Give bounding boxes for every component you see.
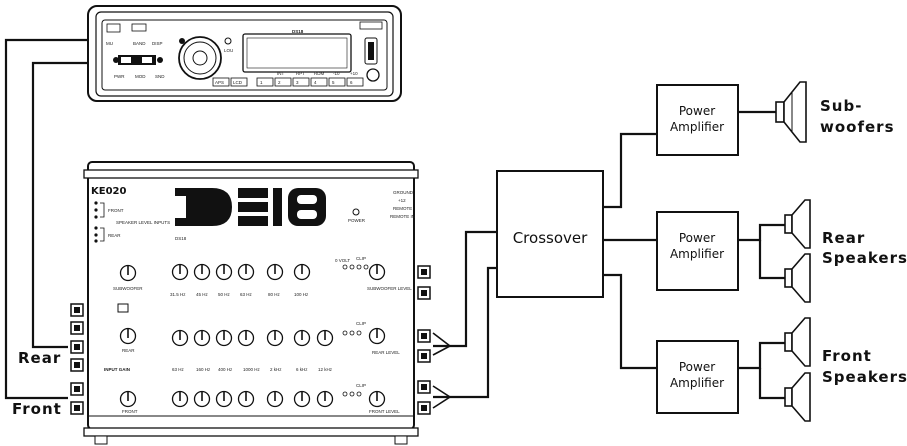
rear-speakers-label-line2: Speakers — [822, 249, 907, 267]
hu-btn-mod: MOD — [135, 74, 146, 79]
ds18-logo: DS18 — [175, 188, 326, 241]
front-amplifier: Power Amplifier — [656, 340, 739, 414]
freq-sub-5: 100 Hz — [294, 292, 309, 297]
hu-preset-rpt: RPT — [296, 71, 305, 76]
freq-sub-2: 50 Hz — [218, 292, 231, 297]
front-wire — [4, 38, 98, 400]
subwoofers-label-line1: Sub- — [820, 97, 862, 115]
hu-btn-aps: APS — [215, 80, 224, 85]
processor-unit: KE020 DS18 POWER GROUND +12 REMOTE REMOT… — [70, 161, 431, 445]
rear-speakers-label-line1: Rear — [822, 229, 865, 247]
remote-in-label: REMOTE IN — [390, 214, 415, 219]
sub-amplifier: Power Amplifier — [656, 84, 739, 156]
rear-amp-line2: Amplifier — [670, 247, 724, 261]
rear-speaker-1-icon — [784, 199, 811, 249]
hu-num-5: 5 — [332, 80, 335, 85]
ground-label: GROUND — [393, 190, 414, 195]
front-amp-wire — [603, 273, 657, 370]
subwoofer-level-label: SUBWOOFER LEVEL — [367, 286, 412, 291]
rear-speaker-wire-1 — [738, 223, 785, 242]
freq-sub-1: 45 Hz — [196, 292, 209, 297]
freq-rear-6: 12 kHz — [318, 367, 333, 372]
head-unit: MU BAND DISP PWR MOD SND LOU DS18 INT RP… — [87, 5, 402, 102]
rear-speaker-2-icon — [784, 253, 811, 303]
hu-num-3: 3 — [296, 80, 299, 85]
input-front-label: FRONT — [108, 208, 124, 213]
sub-amp-line2: Amplifier — [670, 120, 724, 134]
hu-num-2: 2 — [278, 80, 281, 85]
ds18-logo-text: DS18 — [175, 236, 187, 241]
freq-rear-1: 160 Hz — [196, 367, 211, 372]
crossover-box: Crossover — [496, 170, 604, 298]
led-clip-1: CLIP — [356, 256, 366, 261]
freq-sub-4: 80 Hz — [268, 292, 281, 297]
front-speakers-label-line2: Speakers — [822, 368, 907, 386]
front-input-label: Front — [12, 400, 62, 418]
row-front-label: FRONT — [122, 409, 138, 414]
freq-rear-0: 63 Hz — [172, 367, 185, 372]
led-0v-1: 0 VOLT — [335, 258, 350, 263]
freq-sub-3: 63 Hz — [240, 292, 253, 297]
hu-brand: DS18 — [292, 29, 304, 34]
rear-amp-line1: Power — [679, 231, 715, 245]
rear-amplifier: Power Amplifier — [656, 211, 739, 291]
freq-sub-0: 31.5 Hz — [170, 292, 186, 297]
hu-btn-lcd: LCD — [233, 80, 243, 85]
hu-num-1: 1 — [260, 80, 263, 85]
speakers — [775, 81, 811, 422]
led-clip-3: CLIP — [356, 383, 366, 388]
front-speaker-2-icon — [784, 372, 811, 422]
processor-model: KE020 — [91, 186, 126, 197]
crossover-label: Crossover — [513, 229, 588, 247]
plus12-label: +12 — [398, 198, 406, 203]
hu-num-6: 6 — [350, 80, 353, 85]
row-subwoofer-label: SUBWOOFER — [113, 286, 143, 291]
row-rear-label: REAR — [122, 348, 135, 353]
front-amp-line1: Power — [679, 360, 715, 374]
hu-btn-band: BAND — [133, 41, 146, 46]
hu-preset-m10: -10 — [333, 71, 340, 76]
hu-btn-disp: DISP — [152, 41, 163, 46]
rear-wire — [31, 61, 98, 349]
hu-btn-snd: SND — [155, 74, 165, 79]
front-output-wire — [433, 266, 497, 399]
input-gain-label: INPUT GAIN — [104, 367, 130, 372]
hu-num-4: 4 — [314, 80, 317, 85]
hu-btn-mu: MU — [106, 41, 113, 46]
input-rear-label: REAR — [108, 233, 121, 238]
freq-rear-2: 400 Hz — [218, 367, 233, 372]
led-clip-2: CLIP — [356, 321, 366, 326]
sub-amp-line1: Power — [679, 104, 715, 118]
rear-level-label: REAR LEVEL — [372, 350, 400, 355]
freq-rear-4: 2 kHz — [270, 367, 282, 372]
hu-preset-rdm: RDM — [314, 71, 324, 76]
hu-preset-int: INT — [277, 71, 285, 76]
subwoofer-speaker-icon — [775, 81, 807, 143]
remote-label: REMOTE — [393, 206, 412, 211]
front-speakers-label-line1: Front — [822, 347, 872, 365]
rear-input-label: Rear — [18, 349, 61, 367]
freq-rear-3: 1000 Hz — [243, 367, 261, 372]
hu-btn-pwr: PWR — [114, 74, 125, 79]
front-speaker-wire-1 — [738, 341, 785, 370]
front-amp-line2: Amplifier — [670, 376, 724, 390]
speaker-level-inputs-label: SPEAKER LEVEL INPUTS — [116, 220, 170, 225]
subwoofers-label-line2: woofers — [820, 118, 895, 136]
power-label: POWER — [348, 218, 366, 223]
front-level-label: FRONT LEVEL — [369, 409, 400, 414]
hu-btn-lou: LOU — [224, 48, 233, 53]
hu-preset-p10: +10 — [350, 71, 358, 76]
front-speaker-1-icon — [784, 317, 811, 367]
freq-rear-5: 6 kHz — [296, 367, 308, 372]
sub-amp-wire — [603, 132, 657, 209]
